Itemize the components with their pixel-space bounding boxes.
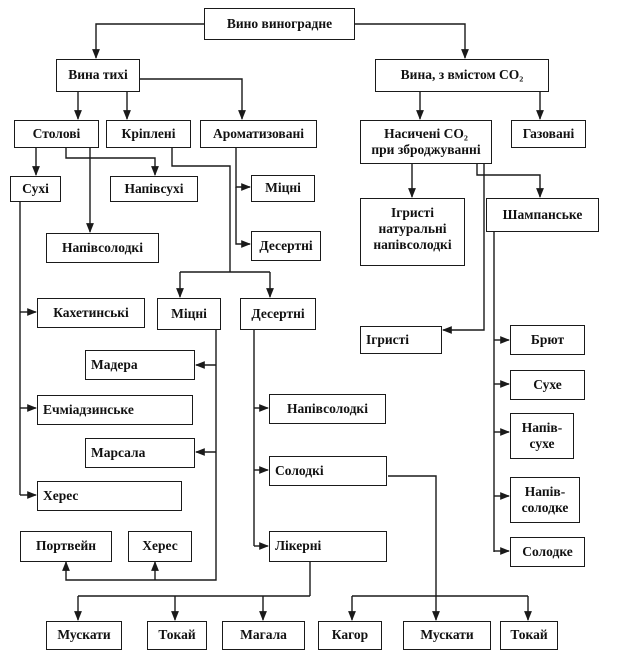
node-muscat-1: Мускати <box>46 621 122 650</box>
node-tokaj-1: Токай <box>147 621 207 650</box>
node-brut: Брют <box>510 325 585 355</box>
node-sherry-1: Херес <box>37 481 182 511</box>
node-liqueur: Лікерні <box>269 531 387 562</box>
edge-strong-port <box>62 561 155 581</box>
edge-root-still <box>92 23 204 59</box>
node-dry: Сухі <box>10 176 61 202</box>
node-carbonated: Газовані <box>511 120 586 148</box>
node-arom-dessert: Десертні <box>251 231 321 261</box>
node-arom-strong: Міцні <box>251 175 315 202</box>
node-tokaj-2: Токай <box>500 621 558 650</box>
node-sparkling: Ігристі <box>360 326 442 354</box>
edge-fortified-branch <box>171 148 231 272</box>
node-still-wines: Вина тихі <box>56 59 140 92</box>
node-saturated-co2: Насичені CO₂ при зброджуванні <box>360 120 492 164</box>
node-semisweet-champ: Напів- солодке <box>510 477 580 523</box>
node-kakheti: Кахетинські <box>37 298 145 328</box>
node-semisweet: Напівсолодкі <box>46 233 159 263</box>
node-table-wines: Столові <box>14 120 99 148</box>
edge-sat-sparkling <box>442 164 485 334</box>
node-fortified-wines: Кріплені <box>106 120 191 148</box>
node-des-semisweet: Напівсолодкі <box>269 394 386 424</box>
node-sweet-champ: Солодке <box>510 537 585 567</box>
edge-root-co2 <box>355 23 469 59</box>
node-fort-strong: Міцні <box>157 298 221 330</box>
node-semidry: Напівсухі <box>110 176 198 202</box>
node-co2-wines: Вина, з вмістом CO₂ <box>375 59 549 92</box>
node-port: Портвейн <box>20 531 112 562</box>
node-echmiadzin: Ечміадзинське <box>37 395 193 425</box>
edge-still-aromatized <box>140 78 246 120</box>
node-sweet: Солодкі <box>269 456 387 486</box>
edge-table-semidry <box>65 148 159 176</box>
edge-sat-champagne <box>476 164 544 198</box>
node-magala: Магала <box>222 621 305 650</box>
edge-sweet-branch <box>388 475 440 621</box>
edge-strong-trunk <box>155 330 217 581</box>
node-sherry-2: Херес <box>128 531 192 562</box>
node-madeira: Мадера <box>85 350 195 380</box>
node-marsala: Марсала <box>85 438 195 468</box>
node-dry-champ: Сухе <box>510 370 585 400</box>
node-aromatized-wines: Ароматизовані <box>200 120 317 148</box>
node-grape-wine: Вино виноградне <box>204 8 355 40</box>
edge-arom-dessert <box>235 187 251 248</box>
node-semidry-champ: Напів- сухе <box>510 413 574 459</box>
node-fort-dessert: Десертні <box>240 298 316 330</box>
edge-arom-strong <box>235 148 251 191</box>
node-muscat-2: Мускати <box>403 621 491 650</box>
node-champagne: Шампанське <box>486 198 599 232</box>
node-sparkling-natural: Ігристі натуральні напівсолодкі <box>360 198 465 266</box>
node-kagor: Кагор <box>318 621 382 650</box>
